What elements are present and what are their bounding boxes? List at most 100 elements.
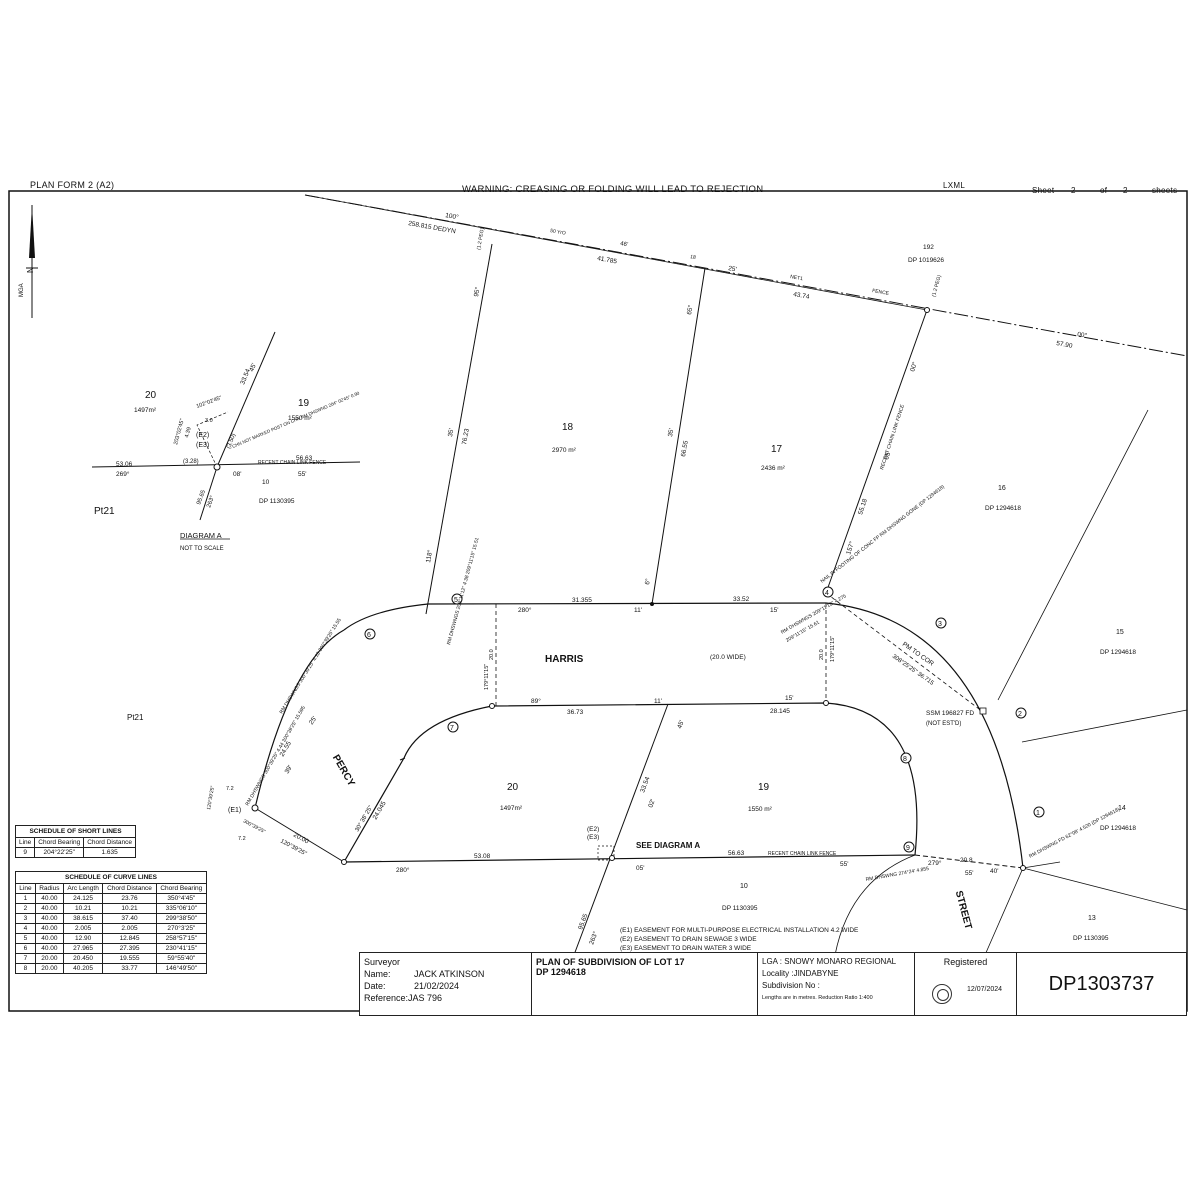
h-15b: 15' [785,695,793,702]
top-50yr: 50 YrO [550,228,567,237]
lot19-area: 1550 m² [748,806,773,813]
dp-number-block: DP1303737 [1016,952,1187,1016]
r-05: 05' [883,450,892,460]
street-frontage-line [914,854,1024,869]
table-cell: 20.00 [34,953,64,964]
peg-label: (1.2 PEG) [931,274,943,297]
w18-118: 118° [424,549,434,564]
dia-e3: (E3) [196,442,209,449]
table-cell: 204°22'25" [34,847,85,858]
dia-350: (3.50) [226,433,237,450]
b-recent-fence: RECENT CHAIN LINK FENCE [768,851,837,857]
dia-30: 3.0 [205,418,213,424]
harris-road-label: HARRIS [545,654,584,665]
net-label: NET1 [790,274,804,282]
s-02: 02' [647,798,656,808]
marker-9: 9 [906,845,910,852]
table-cell: 27.395 [102,943,157,954]
table-cell: 9 [14,847,36,858]
mid-6: 6° [643,577,652,585]
b-5663: 56.63 [728,850,745,857]
table-cell: 20.450 [62,953,104,964]
percy-east-kerb [343,705,493,863]
col-header: Chord Bearing [34,837,85,848]
table-cell: 8 [15,963,36,974]
b-9565: 95.65 [577,913,589,931]
lot20-19-divider [573,703,669,956]
marker-6: 6 [367,632,371,639]
table-cell: 4 [15,923,36,934]
table-cell: 3 [15,913,36,924]
lot13-boundary [984,867,1024,956]
plan-title-line1: PLAN OF SUBDIVISION OF LOT 17 [536,957,685,967]
b-55: 55' [840,861,848,868]
h-179b: 179°11'15" [830,636,836,662]
top-18: 18 [690,254,697,261]
note-5: RM DHSWNGS 209°11'12" 4.38 209°11'15" 15… [446,537,481,646]
dia-5306: 53.06 [116,461,133,468]
table-cell: 258°57'15" [155,933,208,944]
short-lines-header: Line Chord Bearing Chord Distance [14,837,137,848]
warning-text: WARNING: CREASING OR FOLDING WILL LEAD T… [462,184,764,195]
dia-45: 45' [248,362,258,372]
lot18-number: 18 [562,422,574,433]
h-179: 179°11'15" [484,664,490,690]
harris-north-kerb [343,602,827,631]
lot17-number: 17 [771,444,783,455]
top-25: 25' [728,265,738,273]
surveyor-label: Surveyor [364,957,401,967]
r-bearing: 00° [908,360,919,372]
street-road-label: STREET [953,890,974,931]
lot15-14-boundary [1021,709,1188,743]
table-cell: 335°06'10" [155,903,208,914]
col-header: Radius [34,883,64,894]
table-cell: 230°41'15" [155,943,208,954]
nail-note: NAIL IN FOOTING OF CONC FP RM DHSWNG GON… [820,484,946,585]
dia-263: 263° [206,494,216,508]
table-cell: 37.40 [102,913,157,924]
table-cell: 33.77 [102,963,157,974]
date-label: Date: [364,981,386,991]
e3-mark: (E3) [587,834,599,841]
street-offset-line [1022,861,1061,869]
dia-e2: (E2) [196,432,209,439]
table-cell: 10.21 [62,903,104,914]
dia-269: 269° [116,470,130,478]
table-cell: 27.965 [62,943,104,954]
lot15-number: 15 [1116,629,1124,636]
lot13-number: 13 [1088,915,1096,922]
pt21-label-a: Pt21 [94,506,115,517]
note-6: RM DHSWNGS 300°39'25" 4.13 300°39'25" 15… [279,617,343,715]
marker-8: 8 [903,756,907,763]
plan-form-label: PLAN FORM 2 (A2) [30,180,115,190]
locality-label: Locality : [762,969,794,978]
h-11b: 11' [654,698,662,705]
lot14-13-boundary [1022,867,1188,911]
p-25: 25' [308,715,319,726]
st-279: 279° [928,859,942,867]
dia-lot20-area: 1497m² [134,407,157,414]
mid-bearing: 65° [685,304,695,315]
col-header: Chord Bearing [155,883,208,894]
short-lines-table: SCHEDULE OF SHORT LINES Line Chord Beari… [14,825,137,858]
lot17-area: 2436 m² [761,465,786,472]
pt21-label-b: Pt21 [127,713,144,722]
r-157: 157° [844,540,856,556]
h-28145: 28.145 [770,708,790,715]
table-cell: 146°49'50" [155,963,208,974]
dia-lot19-area: 1550 m² [288,415,313,422]
lot10-boundary [834,854,916,956]
table-cell: 12.90 [62,933,104,944]
ssm-label: SSM 196827 FD [926,710,974,717]
mid-minutes: 35' [667,428,675,438]
diagram-a-inset [91,331,361,540]
cul-de-sac-curve [825,602,1024,869]
registered-block: Registered 12/07/2024 [914,952,1017,1016]
st-55: 55' [965,870,973,877]
w18-bearing: 95° [472,286,482,297]
s-3354: 33.54 [639,776,651,794]
